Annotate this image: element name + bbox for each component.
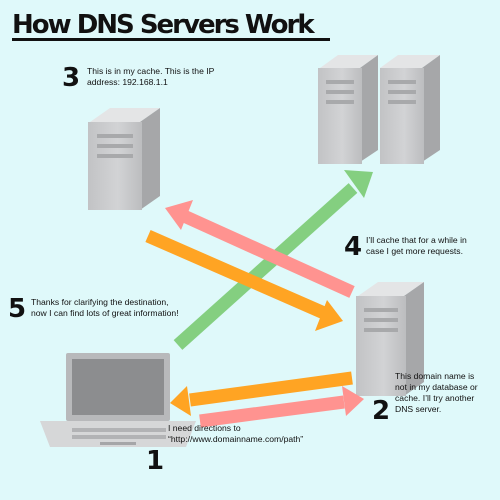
step-line: “http://www.domainname.com/path”	[168, 434, 304, 444]
step-text: This is in my cache. This is the IP addr…	[87, 66, 214, 88]
step-line: I need directions to	[168, 423, 241, 433]
step-number: 5	[8, 294, 27, 324]
step-text: I’ll cache that for a while in case I ge…	[366, 235, 467, 257]
step-line: This domain name is	[395, 371, 475, 381]
step-text: Thanks for clarifying the destination, n…	[31, 297, 179, 319]
step-line: DNS server.	[395, 404, 442, 414]
orange-response-arrow-lower	[170, 371, 353, 416]
step-number: 4	[344, 232, 363, 262]
laptop-icon	[40, 353, 196, 447]
step-line: cache. I’ll try another	[395, 393, 475, 403]
remote-server-icon	[318, 55, 440, 164]
pink-request-arrow-lower	[199, 386, 364, 428]
step-line: case I get more requests.	[366, 246, 463, 256]
step-line: I’ll cache that for a while in	[366, 235, 467, 245]
step-line: Thanks for clarifying the destination,	[31, 297, 169, 307]
step-line: This is in my cache. This is the IP	[87, 66, 215, 76]
green-forward-arrow	[173, 170, 373, 350]
step-number: 2	[372, 396, 391, 426]
step-text: This domain name is not in my database o…	[395, 371, 478, 415]
title-underline	[12, 38, 330, 41]
step-number: 3	[62, 63, 81, 93]
step-line: not in my database or	[395, 382, 478, 392]
local-dns-server-icon	[356, 282, 424, 396]
pink-response-arrow-upper	[165, 200, 355, 298]
page-title: How DNS Servers Work	[12, 10, 315, 40]
orange-request-arrow-upper	[145, 230, 343, 331]
cache-server-icon	[88, 108, 160, 210]
step-line: address: 192.168.1.1	[87, 77, 168, 87]
step-number: 1	[146, 446, 165, 476]
step-line: now I can find lots of great information…	[31, 308, 179, 318]
step-text: I need directions to “http://www.domainn…	[168, 423, 303, 445]
